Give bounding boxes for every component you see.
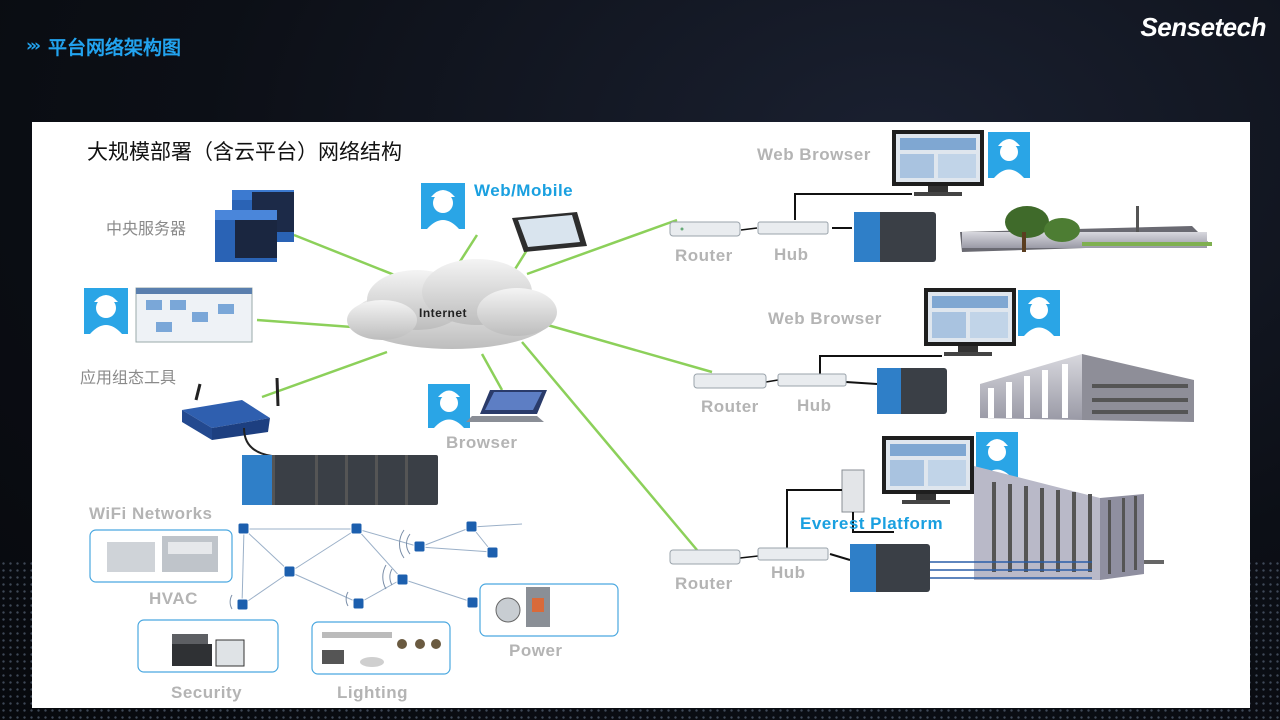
- site3-router-label: Router: [675, 574, 733, 593]
- web-mobile-label: Web/Mobile: [474, 181, 574, 200]
- site2-cable-c: [765, 379, 779, 383]
- link-config-tool: [256, 318, 353, 329]
- server-icon: [215, 190, 294, 262]
- engineer-icon: [1018, 290, 1060, 336]
- engineer-icon: [428, 384, 470, 428]
- brand-logo: Sensetech: [1140, 12, 1266, 42]
- link-browser: [480, 353, 504, 391]
- lighting-group: [311, 621, 451, 675]
- chevron-icon: ›››: [26, 36, 41, 56]
- security-group: [137, 619, 279, 673]
- site1-cable-a: [794, 193, 912, 220]
- lighting-label: Lighting: [337, 683, 409, 702]
- lighting-equipment-icon: [322, 632, 441, 667]
- engineer-icon: [84, 288, 128, 334]
- site1-router-label: Router: [675, 246, 733, 265]
- site3-cable-d: [739, 555, 759, 559]
- site2-router-label: Router: [701, 397, 759, 416]
- mesh-links: [241, 523, 523, 606]
- security-label: Security: [171, 683, 243, 702]
- site3-cable-b: [852, 512, 894, 533]
- engineer-icon: [988, 132, 1030, 178]
- controller-rack-icon: [242, 455, 438, 505]
- power-label: Power: [509, 641, 563, 660]
- diagram-panel: 大规模部署（含云平台）网络结构 Internet 中央服务器 应用组态工具 We…: [32, 122, 1250, 708]
- building-icon: [960, 206, 1212, 252]
- pc-tower-icon: [841, 469, 865, 513]
- site2-hub-label: Hub: [797, 396, 832, 415]
- config-tool-label: 应用组态工具: [80, 368, 177, 387]
- link-site1: [526, 218, 678, 276]
- hub-icon: [777, 373, 847, 387]
- site1-cable-c: [740, 227, 758, 231]
- network-diagram: [84, 130, 1212, 675]
- hvac-equipment-icon: [107, 536, 218, 572]
- wifi-router-icon: [182, 377, 280, 440]
- link-router: [261, 350, 388, 399]
- router-icon: [693, 373, 767, 389]
- page-title: 平台网络架构图: [48, 36, 182, 59]
- hvac-group: [89, 529, 233, 583]
- building-cables: [930, 561, 1092, 579]
- browser-label: Browser: [446, 433, 518, 452]
- monitor-icon: [882, 436, 974, 504]
- hub-icon: [757, 221, 829, 235]
- security-equipment-icon: [172, 634, 245, 667]
- power-equipment-icon: [495, 587, 550, 627]
- engineer-icon: [421, 183, 465, 229]
- diagram-title: 大规模部署（含云平台）网络结构: [87, 140, 402, 164]
- link-site2: [536, 320, 713, 374]
- monitor-icon: [924, 288, 1016, 356]
- internet-cloud-icon: [347, 259, 557, 349]
- wifi-label: WiFi Networks: [89, 504, 213, 523]
- everest-platform-label: Everest Platform: [800, 514, 944, 533]
- laptop-icon: [466, 390, 547, 422]
- hvac-label: HVAC: [149, 589, 198, 608]
- site3-hub-label: Hub: [771, 563, 806, 582]
- building-icon: [974, 466, 1164, 580]
- central-server-label: 中央服务器: [106, 219, 187, 238]
- site1-web-browser-label: Web Browser: [757, 145, 871, 164]
- link-site3: [521, 341, 698, 551]
- router-icon: [669, 221, 741, 237]
- tablet-icon: [512, 212, 587, 252]
- internet-label: Internet: [419, 306, 468, 320]
- power-group: [479, 583, 619, 637]
- site2-cable-a: [819, 355, 942, 374]
- site2-web-browser-label: Web Browser: [768, 309, 882, 328]
- mesh-node-icons: [236, 520, 499, 611]
- config-screenshot-icon: [135, 287, 253, 343]
- slide-header: ››› 平台网络架构图: [26, 33, 181, 59]
- hub-icon: [757, 547, 829, 561]
- monitor-icon: [892, 130, 984, 196]
- controller-icon: [850, 544, 930, 592]
- building-icon: [980, 354, 1194, 422]
- site3-cable-a: [786, 489, 842, 550]
- site2-cable-b: [845, 381, 878, 385]
- controller-icon: [854, 212, 936, 262]
- router-icon: [669, 549, 741, 565]
- wireless-signal-icons: [229, 529, 411, 610]
- controller-icon: [877, 368, 947, 414]
- site3-cable-c: [829, 553, 851, 561]
- site1-hub-label: Hub: [774, 245, 809, 264]
